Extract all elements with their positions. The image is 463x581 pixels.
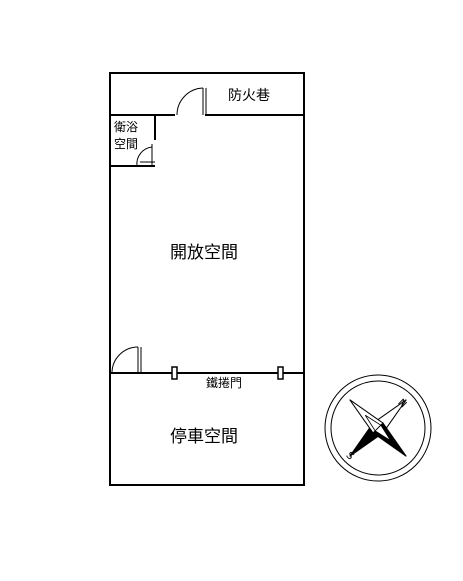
outer-walls <box>109 72 305 486</box>
roller-door-posts <box>171 366 284 380</box>
parking-door <box>111 346 142 374</box>
bathroom-label-line2: 空間 <box>114 137 138 151</box>
bathroom-door <box>136 144 155 167</box>
bathroom-label-line1: 衛浴 <box>114 120 138 134</box>
compass-outer-ring <box>324 374 432 482</box>
compass-rose: N S <box>324 374 432 482</box>
parking-space-label: 停車空間 <box>170 427 238 447</box>
open-space-label: 開放空間 <box>170 243 238 263</box>
fire-lane-door <box>176 87 207 116</box>
compass-inner-ring <box>330 380 426 476</box>
roller-door-post-right <box>277 366 284 380</box>
roller-door-post-left <box>171 366 178 380</box>
iron-door-label: 鐵捲門 <box>206 375 242 390</box>
compass-needle-secondary-2 <box>374 424 392 442</box>
fire-lane-label: 防火巷 <box>228 88 270 104</box>
bathroom-walls <box>110 115 156 167</box>
compass-south-label: S <box>344 450 356 462</box>
